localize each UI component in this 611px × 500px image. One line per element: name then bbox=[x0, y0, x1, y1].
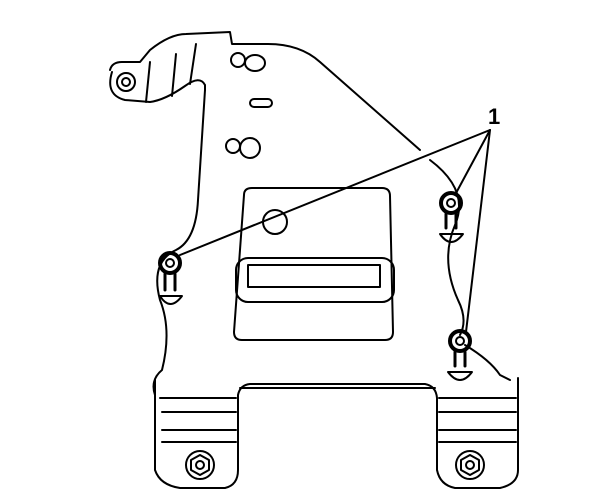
fastener-left bbox=[158, 251, 183, 305]
fastener-right-lower bbox=[447, 329, 473, 381]
module bbox=[233, 187, 395, 341]
top-fasteners bbox=[116, 52, 273, 159]
bracket-outline bbox=[109, 31, 519, 489]
callout-label-1: 1 bbox=[488, 104, 501, 129]
callout-leaders bbox=[179, 129, 491, 333]
bottom-nuts bbox=[185, 450, 485, 480]
fastener-right-upper bbox=[439, 191, 464, 243]
